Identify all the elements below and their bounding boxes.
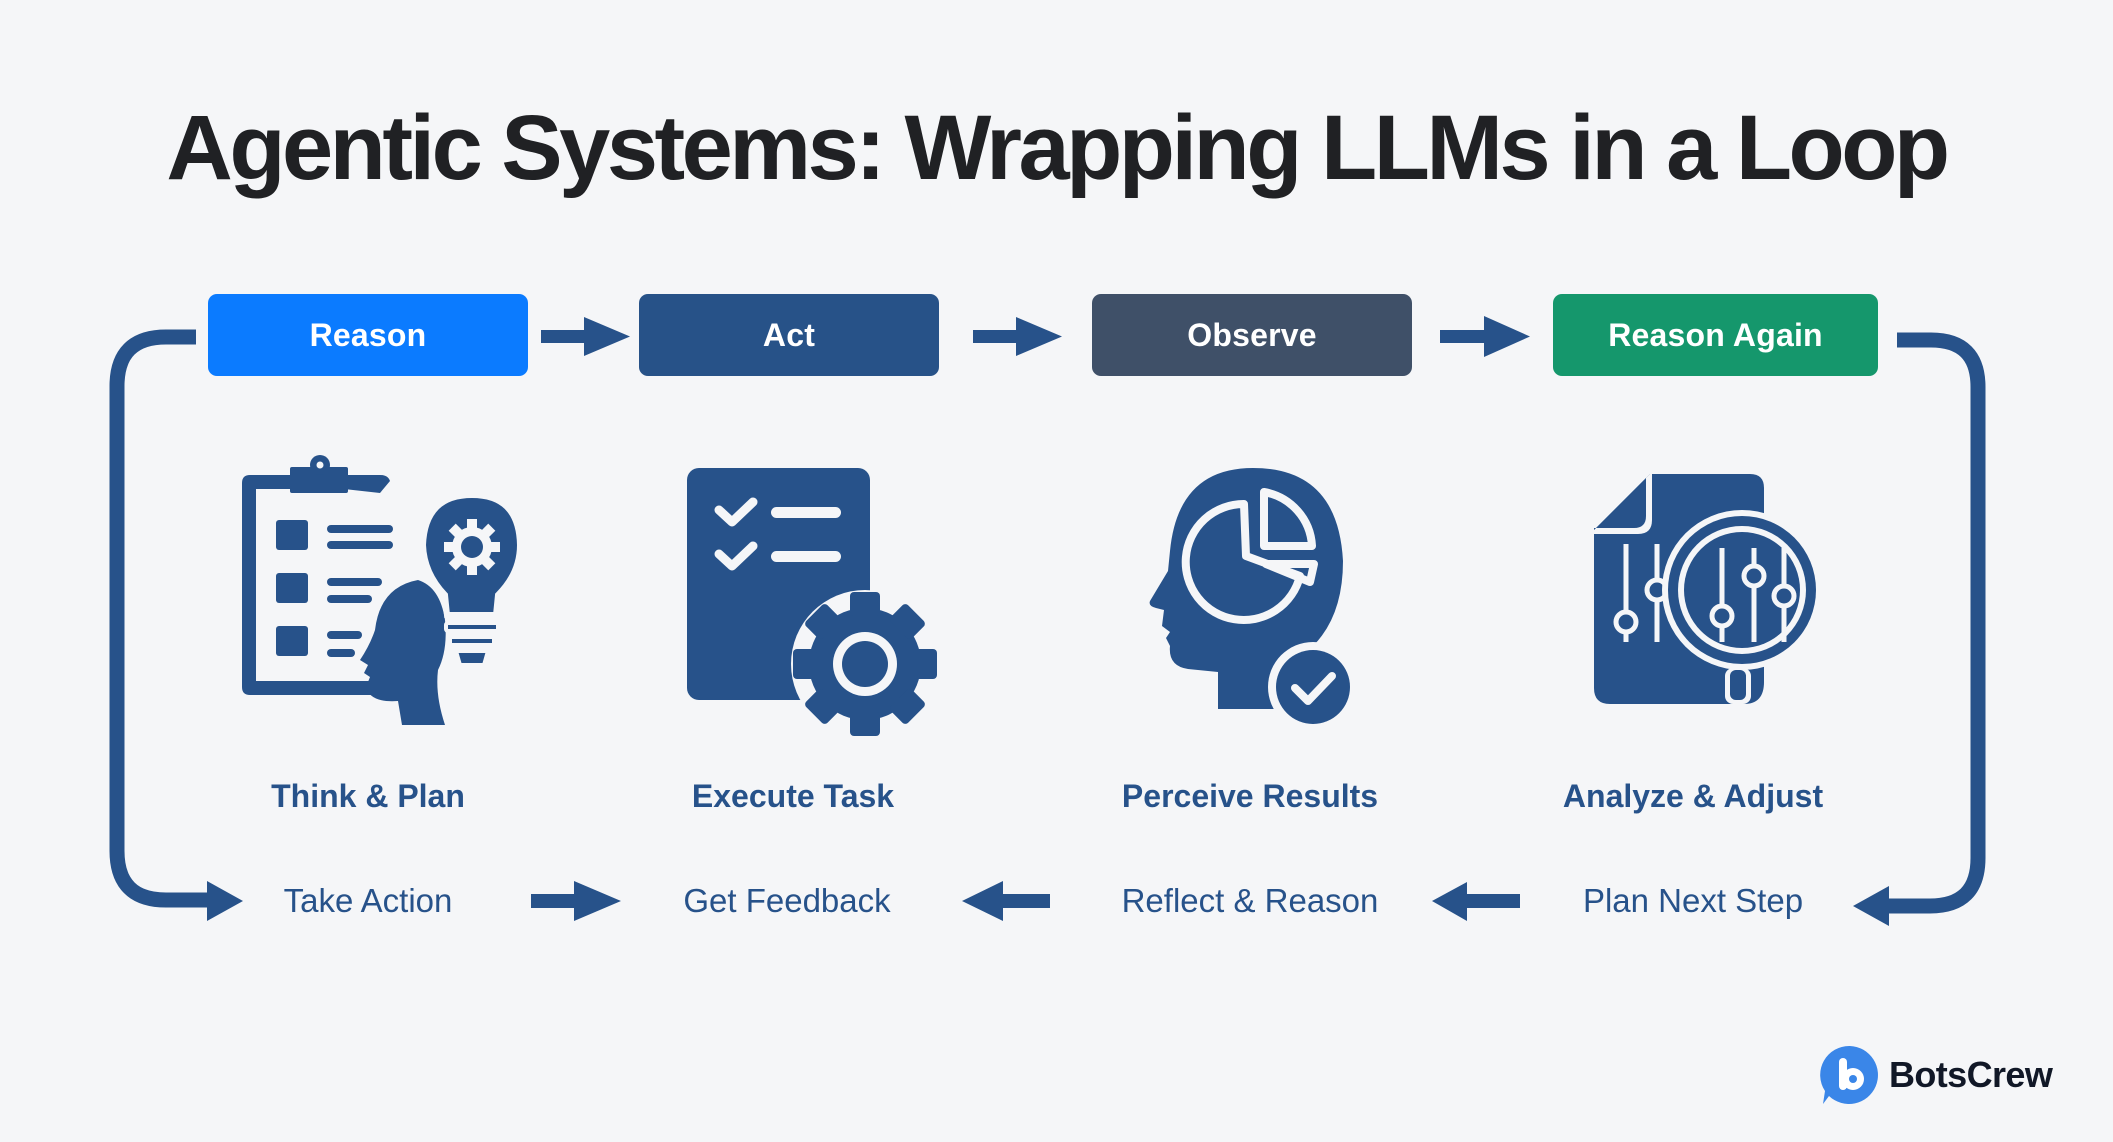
head-pie-chart-check-icon — [1149, 468, 1358, 731]
stage-observe-description: Perceive Results — [1121, 778, 1379, 814]
checklist-gear-icon — [687, 468, 939, 738]
arrow-reason-to-act — [541, 317, 630, 356]
stage-act: Act — [639, 294, 939, 376]
stage-reason-description: Think & Plan — [271, 778, 465, 814]
arrow-take-action-to-get-feedback — [531, 881, 621, 921]
page-title: Agentic Systems: Wrapping LLMs in a Loop — [166, 97, 1950, 199]
arrow-observe-to-reason-again — [1440, 316, 1530, 357]
stage-reason: Reason — [208, 294, 528, 376]
loop-left-connector — [109, 329, 243, 921]
clipboard-lightbulb-head-icon — [242, 455, 524, 725]
step-plan-next-step: Plan Next Step — [1582, 882, 1804, 919]
stage-reason-label: Reason — [309, 316, 427, 353]
stage-reason-again: Reason Again — [1553, 294, 1878, 376]
loop-right-connector — [1853, 332, 1986, 926]
stage-act-label: Act — [762, 316, 816, 353]
step-reflect-and-reason: Reflect & Reason — [1121, 882, 1379, 919]
stage-reason-again-label: Reason Again — [1608, 316, 1823, 353]
arrow-act-to-observe — [973, 317, 1062, 356]
stage-reason-again-description: Analyze & Adjust — [1562, 778, 1824, 814]
brand-name: BotsCrew — [1889, 1054, 2053, 1095]
brand-logo: BotsCrew — [1819, 1044, 2053, 1106]
step-take-action: Take Action — [283, 882, 453, 919]
arrow-reflect-to-get-feedback — [962, 881, 1050, 921]
stage-observe-label: Observe — [1187, 316, 1317, 353]
document-sliders-magnifier-icon — [1594, 474, 1822, 704]
stage-observe: Observe — [1092, 294, 1412, 376]
step-get-feedback: Get Feedback — [683, 882, 891, 919]
arrow-plan-next-to-reflect — [1432, 882, 1520, 921]
stage-act-description: Execute Task — [691, 778, 895, 814]
botscrew-logo-icon — [1820, 1045, 1878, 1104]
